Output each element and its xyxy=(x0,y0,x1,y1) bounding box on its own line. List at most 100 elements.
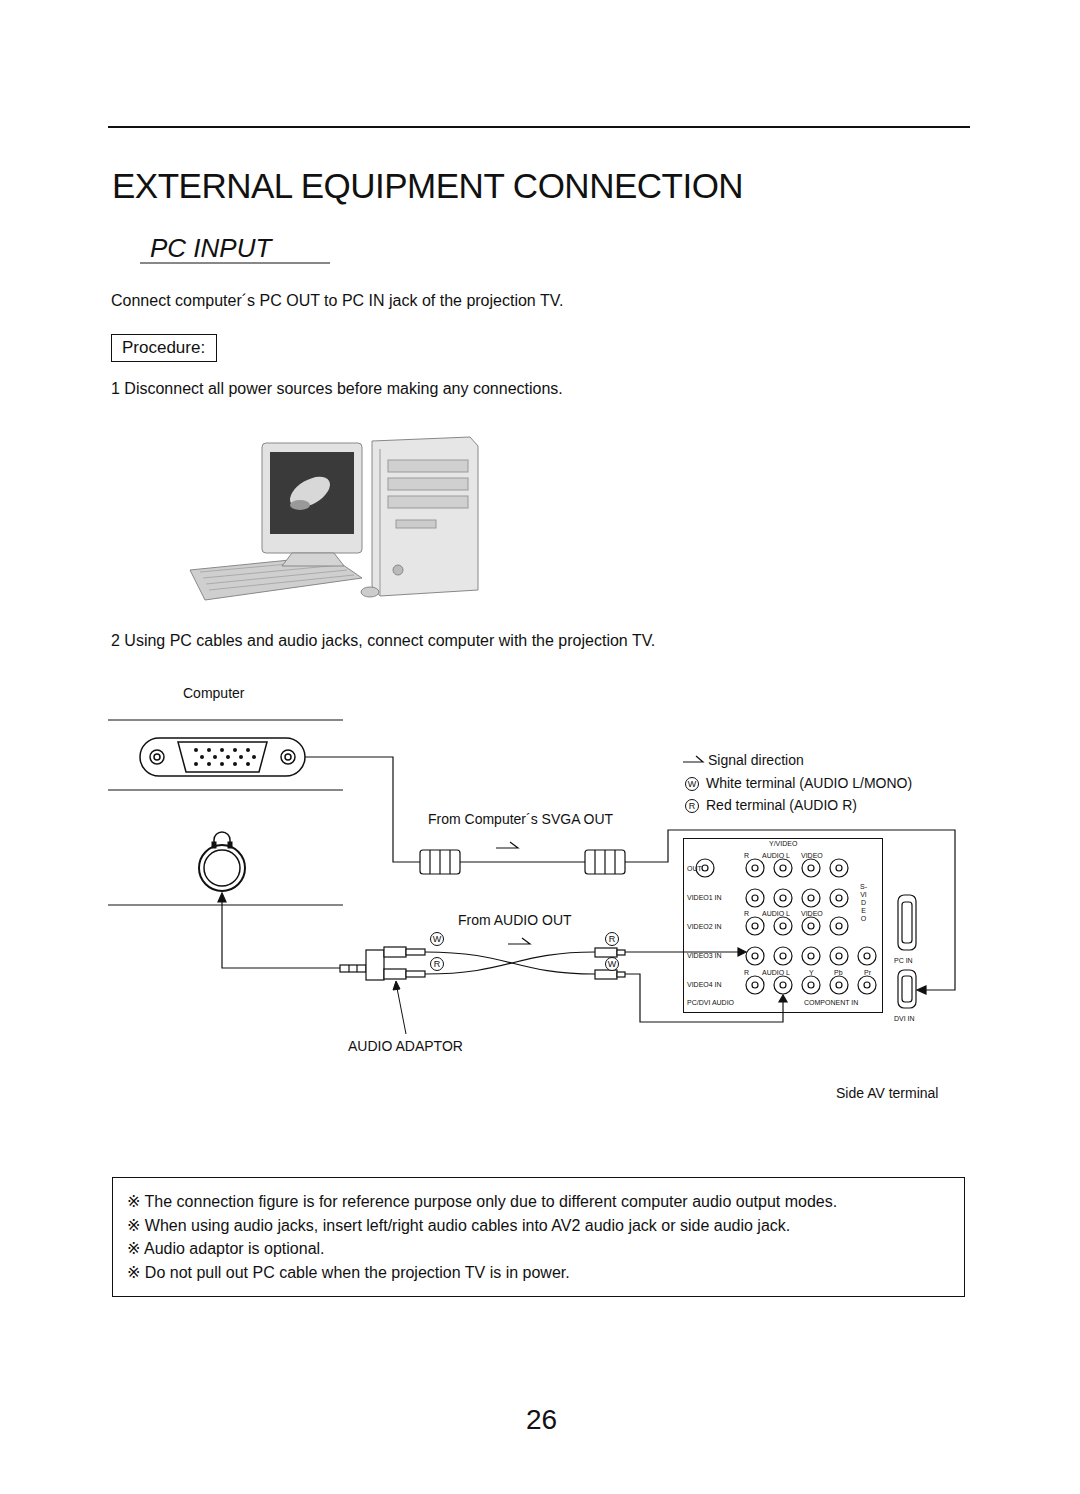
av-jack xyxy=(808,865,814,871)
vga-connector xyxy=(220,748,224,752)
svga-plug xyxy=(594,850,595,874)
svga-plug xyxy=(420,850,625,874)
cable-label: From Computer´s SVGA OUT xyxy=(428,811,613,827)
av-jack xyxy=(836,865,842,871)
pc-in-connector xyxy=(902,976,912,1002)
av-jack xyxy=(802,859,820,877)
av-jack xyxy=(774,859,792,877)
svga-cable xyxy=(305,757,955,994)
pc-in-connector xyxy=(898,895,916,950)
port-label: VIDEO xyxy=(801,910,823,918)
port-label: VIDEO2 IN xyxy=(687,923,722,931)
port-label: Pr xyxy=(864,969,871,977)
audio-adaptor xyxy=(356,965,357,972)
terminal-mark: W xyxy=(605,957,619,971)
headphone-jack xyxy=(199,832,245,891)
computer-illustration xyxy=(290,500,310,510)
svga-plug xyxy=(604,850,605,874)
audio-cable xyxy=(425,952,595,974)
vga-connector xyxy=(194,748,198,752)
svga-cable xyxy=(460,861,585,862)
port-label: PC/DVI AUDIO xyxy=(687,999,734,1007)
page-title: EXTERNAL EQUIPMENT CONNECTION xyxy=(112,166,743,206)
av-jack xyxy=(746,976,764,994)
leader-line xyxy=(397,988,406,1034)
vga-connector xyxy=(239,755,243,759)
svga-cable xyxy=(917,986,926,994)
pc-in-connector xyxy=(898,895,916,1008)
av-jack xyxy=(746,947,764,965)
terminal-panel: Y/VIDEORAUDIO LVIDEOOUTVIDEO1 INVIDEO2 I… xyxy=(683,838,883,1013)
port-label: Pb xyxy=(834,969,843,977)
port-label: COMPONENT IN xyxy=(804,999,858,1007)
pc-in-connector xyxy=(902,902,912,943)
rca-plug xyxy=(595,948,625,979)
rca-plug xyxy=(595,948,617,957)
av-jack xyxy=(836,953,842,959)
av-jack xyxy=(752,953,758,959)
port-label: R xyxy=(744,910,749,918)
audio-wire xyxy=(779,995,787,1002)
vga-connector xyxy=(194,762,198,766)
legend-text: Red terminal (AUDIO R) xyxy=(706,797,857,813)
part-label: Side AV terminal xyxy=(836,1085,938,1101)
computer-illustration xyxy=(285,471,335,514)
port-label: OUT xyxy=(687,865,702,873)
computer-illustration xyxy=(270,452,354,534)
note-line: ※ The connection figure is for reference… xyxy=(127,1190,952,1214)
cable-label: From AUDIO OUT xyxy=(458,912,572,928)
vga-connector xyxy=(207,748,211,752)
port-label: S-VIDEO xyxy=(860,883,867,923)
av-jack xyxy=(802,947,820,965)
signal-arrow xyxy=(496,842,530,944)
svga-plug xyxy=(614,850,615,874)
av-jack xyxy=(808,982,814,988)
panel-divider-line xyxy=(108,790,343,791)
computer-illustration xyxy=(388,478,468,490)
vga-connector xyxy=(226,755,230,759)
av-jack xyxy=(830,976,848,994)
panel-divider-line xyxy=(108,720,343,721)
rule-line xyxy=(108,126,970,128)
legend-text: White terminal (AUDIO L/MONO) xyxy=(706,775,912,791)
vga-connector xyxy=(233,762,237,766)
av-jack xyxy=(774,917,792,935)
svga-cable xyxy=(625,830,955,990)
av-jack xyxy=(780,953,786,959)
av-jack xyxy=(774,889,792,907)
port-label: VIDEO1 IN xyxy=(687,894,722,902)
device-label: Computer xyxy=(183,685,244,701)
section-heading: PC INPUT xyxy=(150,233,271,264)
svga-plug xyxy=(420,850,460,874)
legend-text: Signal direction xyxy=(708,752,804,768)
note-box: ※ The connection figure is for reference… xyxy=(112,1177,965,1297)
terminal-mark: R xyxy=(605,932,619,946)
audio-wire xyxy=(625,948,787,1022)
av-jack xyxy=(802,917,820,935)
terminal-mark: R xyxy=(685,799,699,813)
headphone-jack xyxy=(204,850,240,886)
port-label: VIDEO4 IN xyxy=(687,981,722,989)
svga-plug xyxy=(449,850,450,874)
legend-sample xyxy=(683,756,703,762)
box-label: Procedure: xyxy=(122,337,206,359)
av-jack xyxy=(752,923,758,929)
audio-wire xyxy=(625,974,783,1022)
note-line: ※ Audio adaptor is optional. xyxy=(127,1237,952,1261)
vga-connector xyxy=(220,762,224,766)
computer-illustration xyxy=(393,565,403,575)
av-jack xyxy=(780,923,786,929)
audio-wire xyxy=(222,900,340,968)
step-text: 1 Disconnect all power sources before ma… xyxy=(111,380,563,398)
port-label: Y xyxy=(809,969,814,977)
note-line: ※ Do not pull out PC cable when the proj… xyxy=(127,1261,952,1285)
headphone-jack xyxy=(228,842,232,848)
panel-divider-line xyxy=(108,720,343,905)
av-jack xyxy=(774,947,792,965)
vga-connector xyxy=(233,748,237,752)
av-jack xyxy=(836,895,842,901)
terminal-mark: R xyxy=(430,957,444,971)
computer-illustration xyxy=(388,496,468,508)
computer-illustration xyxy=(380,449,381,596)
computer-illustration xyxy=(190,437,478,600)
